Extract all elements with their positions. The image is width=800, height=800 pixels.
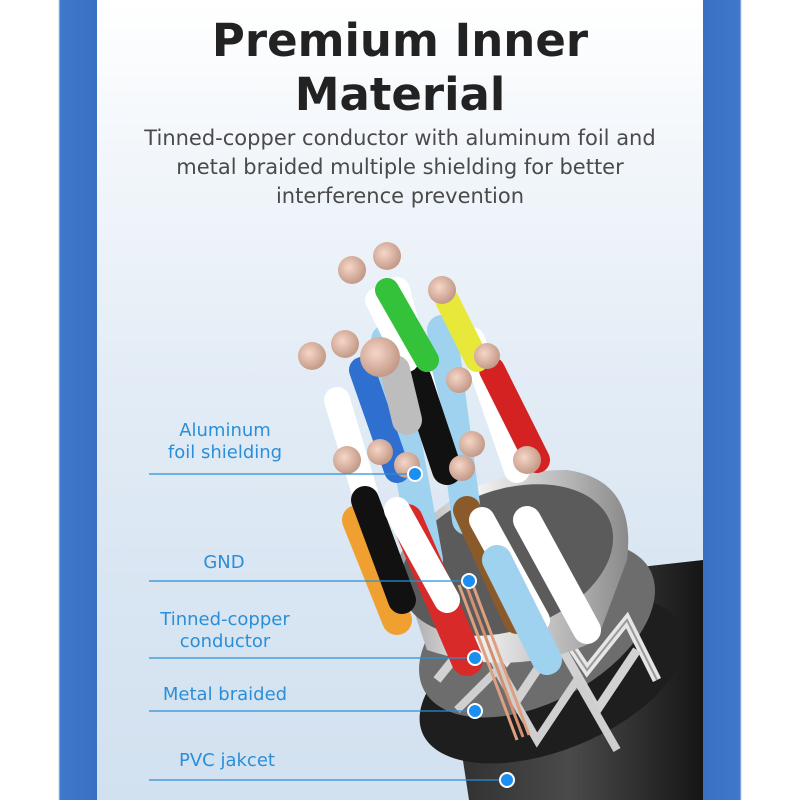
subtitle-line-1: Tinned-copper conductor with aluminum fo…: [144, 126, 656, 150]
subtitle-line-2: metal braided multiple shielding for bet…: [176, 155, 624, 179]
grd-wire-bundle: [457, 579, 531, 741]
callout-aluminum-foil: Aluminum foil shielding: [150, 420, 300, 464]
cable-illustration: [149, 242, 703, 800]
right-side-bar: [703, 0, 800, 800]
title-line-2: Material: [294, 68, 506, 121]
callout-conductor-line-1: Tinned-copper: [160, 609, 290, 630]
callout-jacket-text: PVC jakcet: [179, 750, 275, 771]
callout-lines: [149, 473, 507, 781]
callout-dots: [407, 466, 515, 788]
page-title: Premium Inner Material: [97, 14, 703, 122]
wire-copper-ends: [298, 242, 541, 481]
callout-braided-text: Metal braided: [162, 684, 288, 705]
inner-wires: [324, 277, 601, 676]
callout-gnd-text: GND: [203, 552, 245, 573]
callout-pvc-jacket: PVC jakcet: [157, 750, 297, 772]
callout-foil-line-1: Aluminum: [179, 420, 271, 441]
callout-metal-braided: Metal braided: [150, 684, 300, 706]
callout-gnd: GND: [174, 552, 274, 574]
left-side-bar: [0, 0, 97, 800]
title-line-1: Premium Inner: [211, 14, 589, 67]
subtitle-line-3: interference prevention: [275, 184, 525, 208]
callout-tinned-copper: Tinned-copper conductor: [150, 609, 300, 653]
callout-conductor-line-2: conductor: [179, 631, 271, 652]
page-subtitle: Tinned-copper conductor with aluminum fo…: [127, 124, 673, 211]
callout-foil-line-2: foil shielding: [167, 442, 283, 463]
product-panel: Premium Inner Material Tinned-copper con…: [97, 0, 703, 800]
